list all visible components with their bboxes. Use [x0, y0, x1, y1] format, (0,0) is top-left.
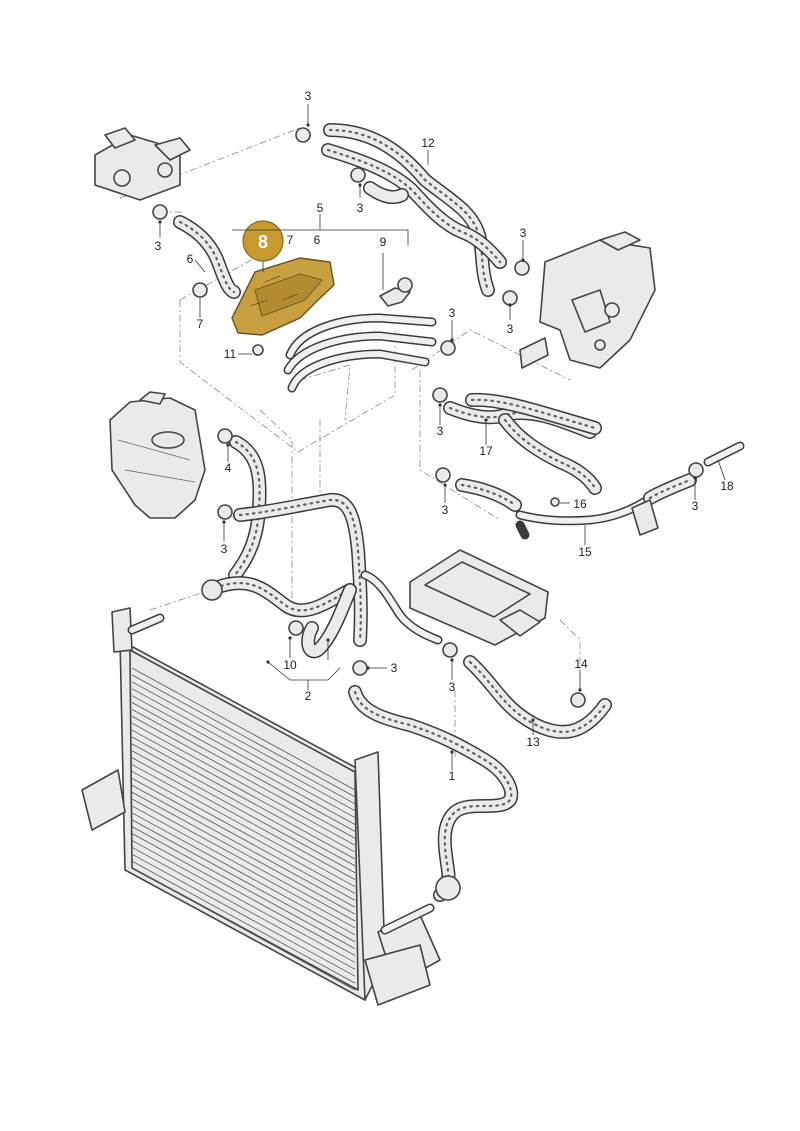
callout-3-left: 3 — [155, 239, 162, 253]
callout-3-radiator: 3 — [391, 661, 398, 675]
hose-13 — [463, 655, 612, 739]
radiator-fin — [131, 674, 356, 798]
leader-lines — [159, 104, 726, 770]
callout-3-mid: 3 — [437, 424, 444, 438]
hose-1 — [348, 685, 519, 902]
callout-2: 2 — [305, 689, 312, 703]
radiator-fins — [131, 667, 356, 991]
radiator-fin — [131, 729, 356, 853]
expansion-tank — [109, 391, 206, 519]
pipe-15 — [455, 473, 697, 540]
radiator-fin — [131, 812, 356, 936]
callout-3-far-right: 3 — [692, 499, 699, 513]
radiator-fin — [131, 791, 356, 915]
callout-3-left-mid: 3 — [221, 542, 228, 556]
radiator-fin — [131, 819, 356, 943]
radiator — [81, 607, 441, 1006]
coolant-pump — [94, 127, 191, 201]
radiator-fin — [131, 784, 356, 908]
radiator-fin — [131, 688, 356, 812]
radiator-fin — [131, 771, 356, 894]
callout-10: 10 — [283, 658, 297, 672]
radiator-fin — [131, 709, 356, 832]
radiator-fin — [131, 715, 356, 839]
callout-3-right: 3 — [507, 322, 514, 336]
radiator-fin — [131, 702, 356, 825]
clamp-9 — [379, 277, 413, 307]
control-unit — [409, 549, 549, 646]
callout-13: 13 — [526, 735, 540, 749]
callout-9: 9 — [380, 235, 387, 249]
callout-4: 4 — [225, 461, 232, 475]
lead-dots — [158, 123, 697, 754]
callout-12: 12 — [421, 136, 435, 150]
radiator-fin — [131, 695, 356, 818]
radiator-fin — [131, 750, 356, 874]
radiator-fin — [131, 757, 356, 881]
callout-17: 17 — [479, 444, 493, 458]
radiator-fin — [131, 743, 356, 867]
connector-18 — [703, 441, 745, 467]
valve-bracket — [519, 231, 656, 369]
radiator-fin — [131, 846, 356, 970]
callout-7-top: 7 — [287, 233, 294, 247]
callout-6-top: 6 — [314, 233, 321, 247]
hose-6 — [173, 215, 241, 299]
callout-1: 1 — [449, 769, 456, 783]
hose-17 — [443, 392, 602, 495]
assembly-guide-lines — [119, 127, 581, 760]
part-8-highlight[interactable]: 8 — [231, 220, 335, 336]
radiator-fin — [131, 853, 356, 977]
hose-clamps — [152, 127, 704, 708]
callout-3-bottom: 3 — [449, 680, 456, 694]
callout-18: 18 — [720, 479, 734, 493]
callout-3-top: 3 — [305, 89, 312, 103]
part-8-number: 8 — [258, 232, 268, 252]
callout-3-lower: 3 — [442, 503, 449, 517]
radiator-fin — [131, 736, 356, 860]
hose-2-assembly — [201, 492, 443, 659]
radiator-fin — [131, 764, 356, 887]
callout-3-right-top: 3 — [520, 226, 527, 240]
radiator-fin — [131, 840, 356, 963]
radiator-fin — [131, 805, 356, 929]
callout-14: 14 — [574, 657, 588, 671]
radiator-fin — [131, 826, 356, 949]
pipe-bundle — [283, 313, 437, 393]
part-callouts: 3 12 3 5 7 6 9 3 6 7 3 3 3 11 3 17 4 3 1… — [155, 89, 734, 783]
callout-15: 15 — [578, 545, 592, 559]
callout-5: 5 — [317, 201, 324, 215]
radiator-fin — [131, 867, 356, 991]
callout-16: 16 — [573, 497, 587, 511]
radiator-fin — [131, 681, 356, 805]
radiator-fin — [131, 798, 356, 922]
hose-4 — [228, 435, 267, 582]
callout-7-left: 7 — [197, 317, 204, 331]
radiator-fin — [131, 667, 356, 791]
callout-3-center: 3 — [449, 306, 456, 320]
radiator-fin — [131, 777, 356, 901]
callout-11: 11 — [224, 347, 237, 361]
callout-3-b: 3 — [357, 201, 364, 215]
radiator-fin — [131, 860, 356, 984]
radiator-fin — [131, 833, 356, 956]
radiator-fin — [131, 722, 356, 846]
callout-6-left: 6 — [187, 252, 194, 266]
hose-12 — [321, 123, 507, 297]
